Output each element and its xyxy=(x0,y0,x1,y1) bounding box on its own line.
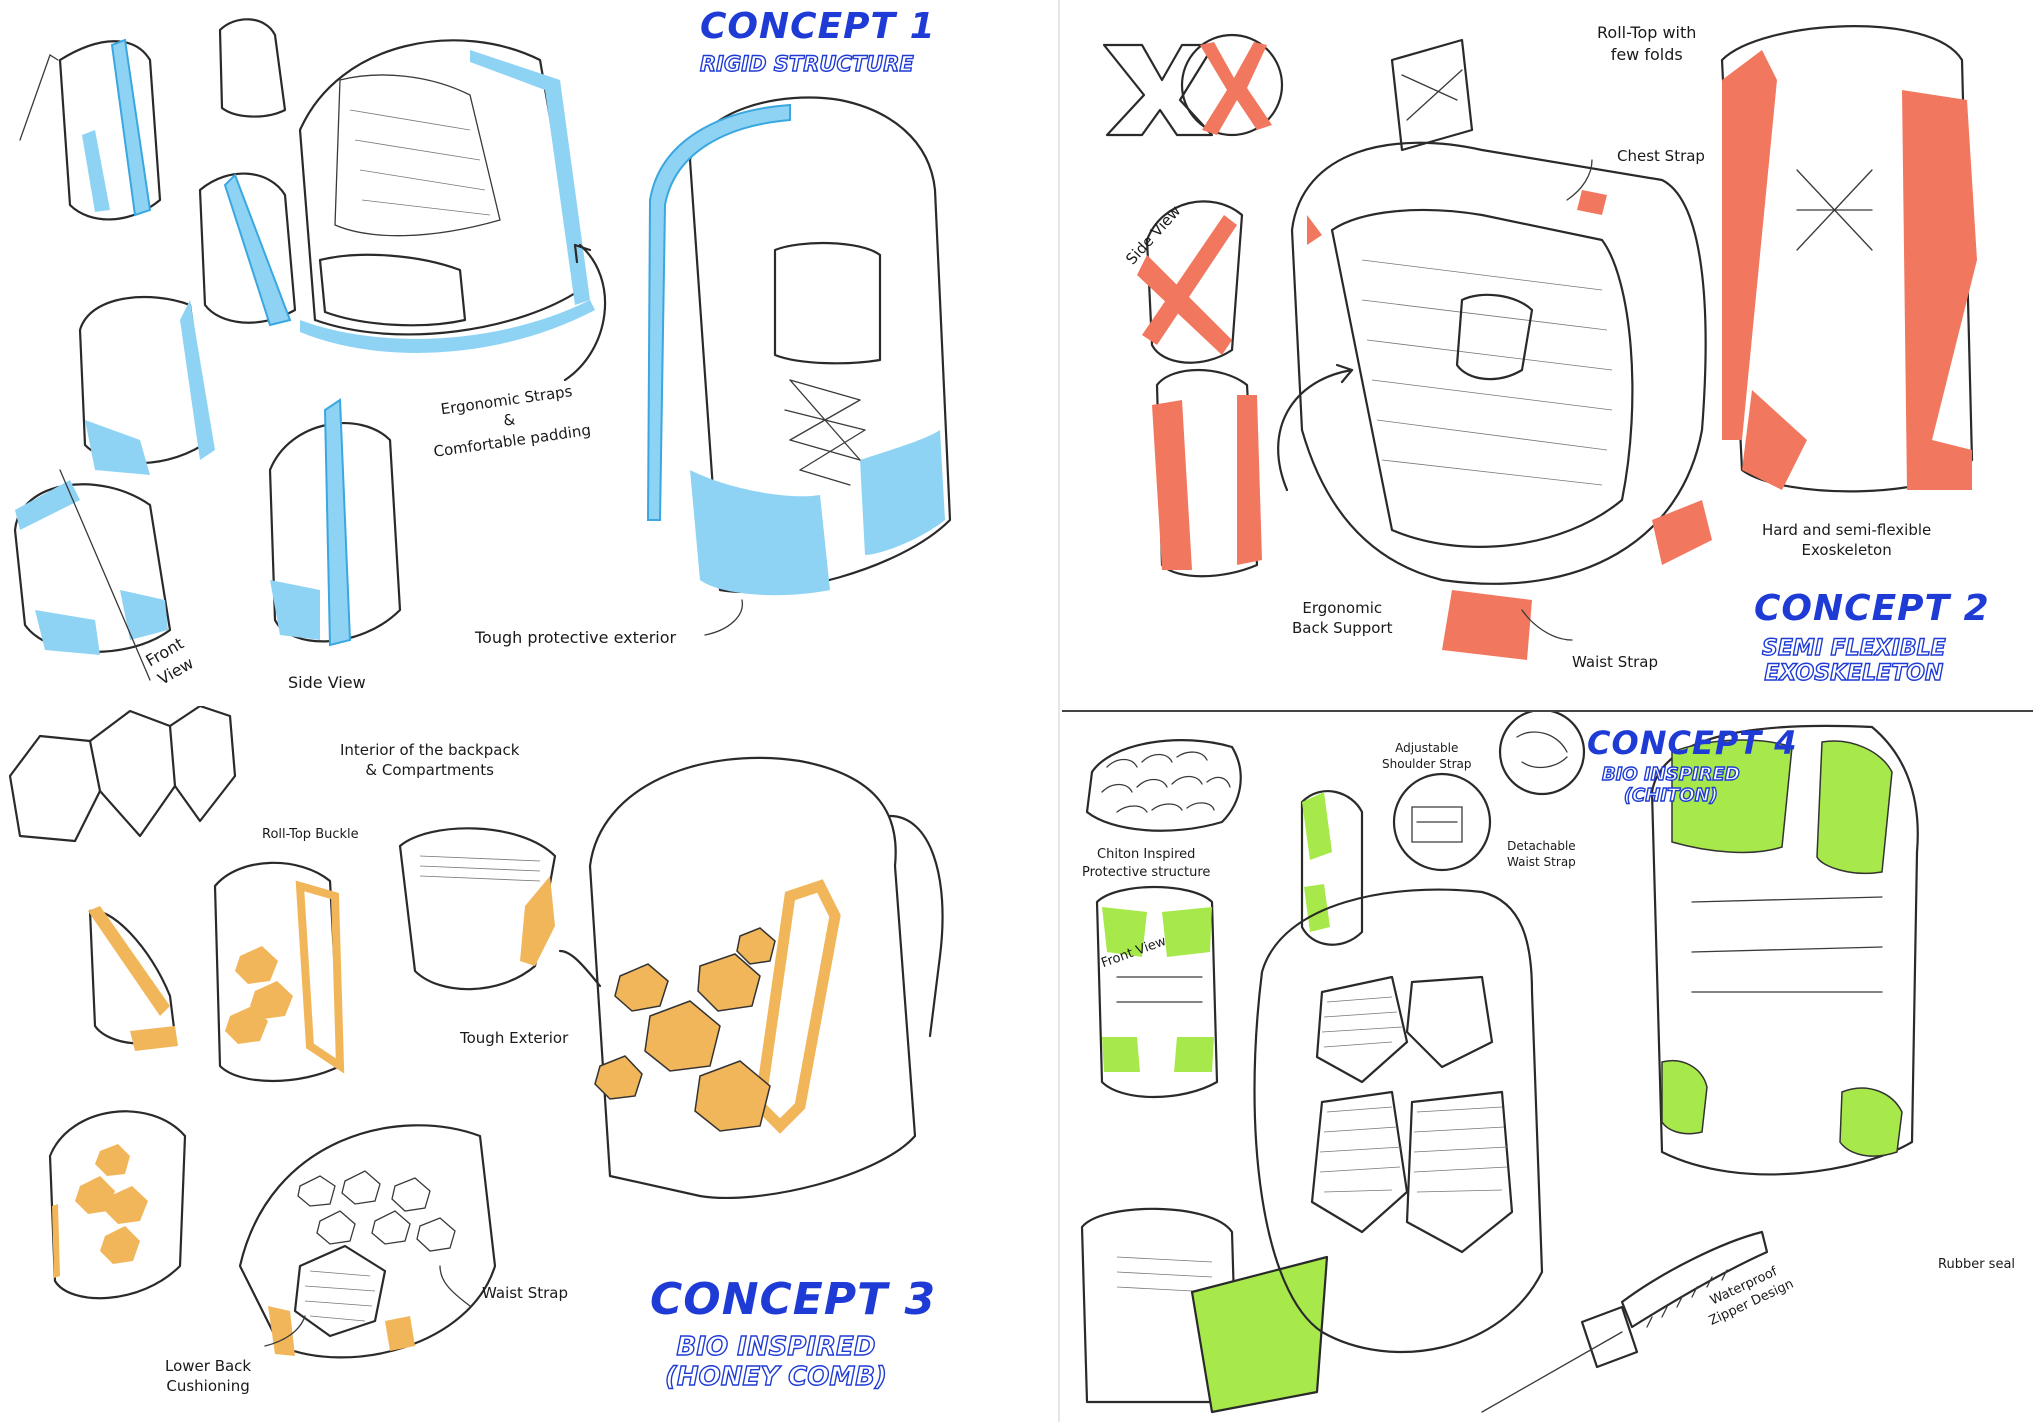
concept1-panel: CONCEPT 1 RIGID STRUCTURE Ergonomic Stra… xyxy=(0,0,1056,700)
concept2-side-view-sketch xyxy=(1137,201,1262,576)
concept2-back-backpack xyxy=(1292,143,1712,660)
concept2-panel: CONCEPT 2 SEMI FLEXIBLE EXOSKELETON Roll… xyxy=(1062,0,2033,706)
concept4-panel: CONCEPT 4 BIO INSPIRED (CHITON) Adjustab… xyxy=(1062,710,2033,1424)
concept4-subtitle: BIO INSPIRED (CHITON) xyxy=(1602,764,1740,806)
concept2-x-motif xyxy=(1104,35,1472,150)
concept4-side-strap-sketch xyxy=(1302,791,1362,945)
concept3-label-tough-exterior: Tough Exterior xyxy=(460,1028,568,1048)
concept1-label-side-view: Side View xyxy=(288,672,366,694)
concept3-back-backpack xyxy=(240,1125,495,1357)
concept2-label-waist-strap: Waist Strap xyxy=(1572,652,1658,672)
concept2-front-backpack xyxy=(1722,26,1977,491)
concept3-main-backpack xyxy=(590,758,943,1198)
concept2-subtitle: SEMI FLEXIBLE EXOSKELETON xyxy=(1762,636,1946,686)
concept4-open-sketch xyxy=(1082,1209,1327,1412)
concept3-arrow-exterior xyxy=(560,951,600,986)
concept1-label-exterior: Tough protective exterior xyxy=(475,627,676,649)
concept4-label-adjustable: Adjustable Shoulder Strap xyxy=(1382,740,1471,772)
concept3-interior-sketch xyxy=(400,828,555,989)
concept1-main-backpack xyxy=(648,98,950,596)
concept1-open-backpack xyxy=(300,40,595,353)
concept3-subtitle: BIO INSPIRED (HONEY COMB) xyxy=(665,1332,887,1392)
concept3-label-interior: Interior of the backpack & Compartments xyxy=(340,740,519,781)
concept4-label-detachable: Detachable Waist Strap xyxy=(1507,838,1576,870)
concept2-arrow-back xyxy=(1278,370,1352,490)
concept3-title: CONCEPT 3 xyxy=(650,1274,936,1325)
concept3-label-rolltop-buckle: Roll-Top Buckle xyxy=(262,826,359,844)
concept2-label-back-support: Ergonomic Back Support xyxy=(1292,598,1392,639)
concept3-rolltop-sketch xyxy=(215,863,340,1081)
concept1-front-sketch-a xyxy=(80,297,215,475)
concept4-sketches xyxy=(1062,712,2033,1424)
concept2-label-chest-strap: Chest Strap xyxy=(1617,146,1705,166)
concept3-panel: CONCEPT 3 BIO INSPIRED (HONEY COMB) Inte… xyxy=(0,706,1056,1422)
concept4-chiton-structure xyxy=(1087,740,1241,831)
concept4-front-view-sketch xyxy=(1097,887,1217,1097)
concept1-side-view-sketch xyxy=(270,400,400,645)
concept4-label-rubber-seal: Rubber seal xyxy=(1938,1256,2015,1274)
concept4-label-chiton: Chiton Inspired Protective structure xyxy=(1082,846,1210,881)
concept1-side-sketch-c xyxy=(200,174,295,325)
concept3-label-lower-back: Lower Back Cushioning xyxy=(165,1356,251,1397)
concept2-title: CONCEPT 2 xyxy=(1754,588,1990,629)
concept1-subtitle: RIGID STRUCTURE xyxy=(700,52,914,76)
concept2-label-rolltop: Roll-Top with few folds xyxy=(1597,22,1696,65)
concept2-label-exoskeleton: Hard and semi-flexible Exoskeleton xyxy=(1762,520,1931,561)
concept3-honeycomb-side-sketch xyxy=(50,1111,185,1298)
concept3-strap-sketch xyxy=(88,906,178,1051)
vertical-divider xyxy=(1058,0,1060,1422)
concept3-label-waist-strap: Waist Strap xyxy=(482,1283,568,1303)
concept1-sketches xyxy=(0,0,1056,700)
concept4-title: CONCEPT 4 xyxy=(1587,724,1798,762)
concept1-side-sketch-a xyxy=(20,40,160,220)
concept1-front-sketch-b xyxy=(15,470,170,680)
concept1-title: CONCEPT 1 xyxy=(700,6,936,47)
concept3-arrow-waist xyxy=(440,1266,470,1306)
concept1-arrow-exterior xyxy=(705,600,742,635)
concept3-honeycomb-outline xyxy=(10,706,235,841)
concept1-side-sketch-b xyxy=(220,19,285,116)
